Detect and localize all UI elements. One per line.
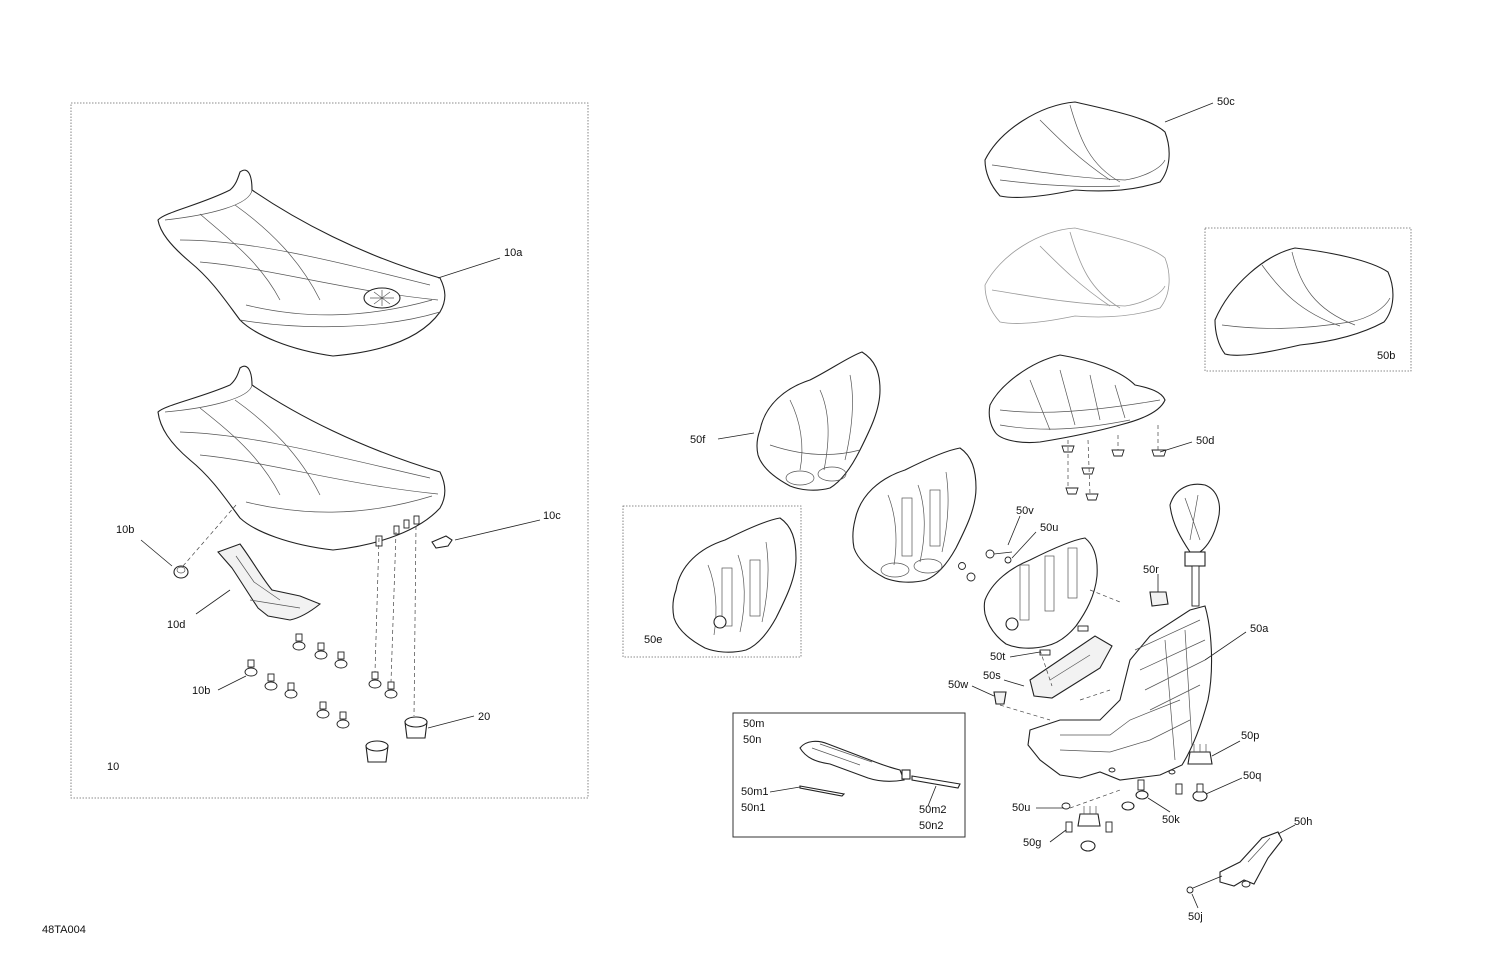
callout-20: 20 <box>478 711 490 723</box>
callout-50b: 50b <box>1377 350 1395 362</box>
group-50b-frame <box>1204 227 1412 372</box>
callout-50p: 50p <box>1241 730 1259 742</box>
backrest-panel-50u[interactable] <box>983 537 1098 649</box>
callout-50m2: 50m2 <box>919 804 947 816</box>
group-50m-frame <box>732 712 966 838</box>
callout-50s: 50s <box>983 670 1001 682</box>
part-50g-fasteners[interactable] <box>1061 802 1113 852</box>
callout-50n1: 50n1 <box>741 802 765 814</box>
callout-50d: 50d <box>1196 435 1214 447</box>
callout-50n: 50n <box>743 734 761 746</box>
callout-50u-top: 50u <box>1040 522 1058 534</box>
callout-50j: 50j <box>1188 911 1203 923</box>
callout-50m1: 50m1 <box>741 786 769 798</box>
callout-50u-bottom: 50u <box>1012 802 1030 814</box>
seat-base-10[interactable] <box>157 365 446 551</box>
seat-frame-50a[interactable] <box>1027 605 1213 781</box>
group-label-10: 10 <box>107 761 119 773</box>
seat-ghost-outline <box>984 227 1170 324</box>
part-50d-clips[interactable] <box>1061 445 1167 501</box>
seat-cover-50c[interactable] <box>984 101 1170 198</box>
part-washer[interactable] <box>958 562 976 582</box>
callout-10b-bottom: 10b <box>192 685 210 697</box>
part-20-cups[interactable] <box>365 716 428 763</box>
part-50q-bumper[interactable] <box>1192 783 1208 802</box>
callout-50w: 50w <box>948 679 968 691</box>
seat-10a[interactable] <box>157 169 446 357</box>
callout-50g: 50g <box>1023 837 1041 849</box>
backrest-50e[interactable] <box>672 517 797 653</box>
callout-50v: 50v <box>1016 505 1034 517</box>
part-50r-clip[interactable] <box>1149 591 1169 607</box>
callout-50h: 50h <box>1294 816 1312 828</box>
callout-50a: 50a <box>1250 623 1269 635</box>
callout-50q: 50q <box>1243 770 1261 782</box>
figure-code: 48TA004 <box>42 924 86 936</box>
part-50k-fasteners[interactable] <box>1108 767 1183 811</box>
part-50t-screw[interactable] <box>1039 625 1089 656</box>
handle-50m[interactable] <box>799 740 911 782</box>
part-50v-screw[interactable] <box>985 549 1013 564</box>
plate-50s[interactable] <box>1029 635 1113 699</box>
part-50p-bracket[interactable] <box>1187 744 1213 765</box>
callout-50r: 50r <box>1143 564 1159 576</box>
callout-50f: 50f <box>690 434 706 446</box>
part-10b-grommet[interactable] <box>173 565 189 579</box>
seat-base-50d[interactable] <box>988 354 1166 444</box>
callout-10b-top: 10b <box>116 524 134 536</box>
part-10d-shield[interactable] <box>217 543 322 621</box>
callout-50m: 50m <box>743 718 764 730</box>
callout-50n2: 50n2 <box>919 820 943 832</box>
part-50w-spacer[interactable] <box>993 691 1007 705</box>
handle-50r[interactable] <box>1169 483 1221 607</box>
latch-50h[interactable] <box>1219 831 1283 888</box>
callout-50k: 50k <box>1162 814 1180 826</box>
part-50m2-pin[interactable] <box>911 775 961 789</box>
part-10b-bumpers[interactable] <box>244 633 398 729</box>
group-10-frame <box>70 102 589 799</box>
callout-10a: 10a <box>504 247 523 259</box>
callout-50e: 50e <box>644 634 662 646</box>
backrest-50f[interactable] <box>756 351 881 491</box>
callout-50t: 50t <box>990 651 1005 663</box>
part-10c-clip[interactable] <box>431 535 453 549</box>
callout-10d: 10d <box>167 619 185 631</box>
group-50e-frame <box>622 505 802 658</box>
part-50m1-pin[interactable] <box>799 785 846 797</box>
seat-50b[interactable] <box>1214 247 1394 356</box>
callout-50c: 50c <box>1217 96 1235 108</box>
part-50j-screw[interactable] <box>1186 875 1223 894</box>
callout-10c: 10c <box>543 510 561 522</box>
backrest-middle[interactable] <box>852 447 977 583</box>
